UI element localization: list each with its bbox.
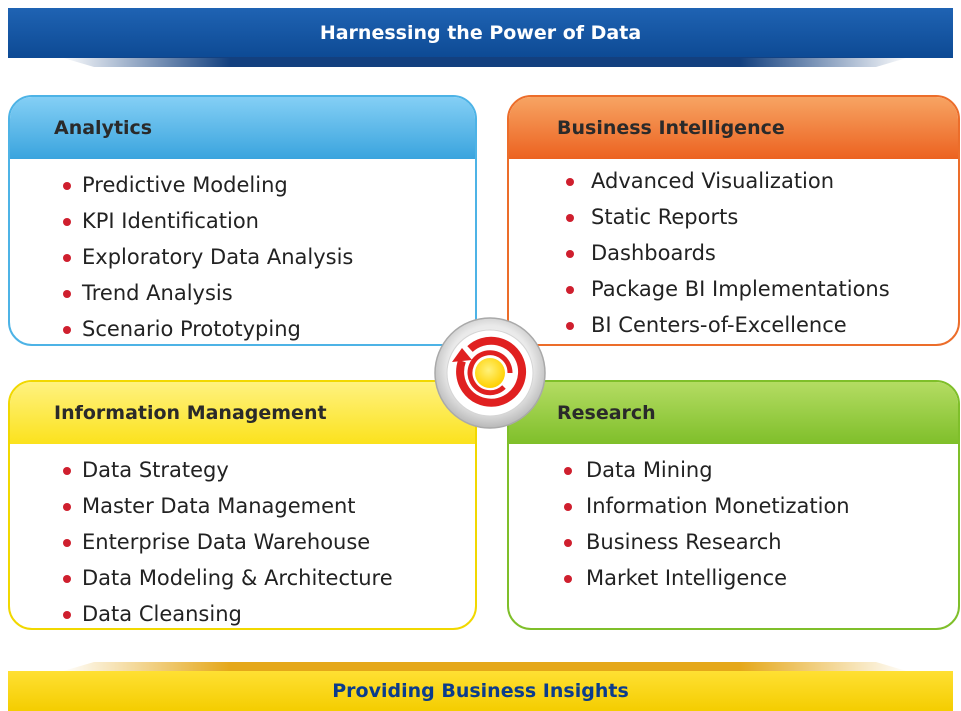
list-item: Data Modeling & Architecture <box>10 560 475 596</box>
quadrant-research: Research Data Mining Information Monetiz… <box>507 380 960 630</box>
list-item: Information Monetization <box>509 488 958 524</box>
list-item: Data Mining <box>509 452 958 488</box>
quadrant-im-title: Information Management <box>10 382 475 444</box>
list-item: BI Centers-of-Excellence <box>509 307 958 343</box>
footer-banner-shadow <box>60 662 910 672</box>
footer-banner: Providing Business Insights <box>8 671 953 711</box>
list-item: Scenario Prototyping <box>10 311 475 344</box>
list-item: Trend Analysis <box>10 275 475 311</box>
quadrant-research-title: Research <box>509 382 958 444</box>
header-banner-shadow <box>60 57 910 67</box>
list-item: Predictive Modeling <box>10 167 475 203</box>
header-title: Harnessing the Power of Data <box>319 22 642 44</box>
list-item: Data Strategy <box>10 452 475 488</box>
list-item: Package BI Implementations <box>509 271 958 307</box>
cycle-arrow-target-icon <box>434 317 546 429</box>
quadrant-analytics: Analytics Predictive Modeling KPI Identi… <box>8 95 477 346</box>
list-item: Data Cleansing <box>10 596 475 628</box>
header-banner: Harnessing the Power of Data <box>8 8 953 58</box>
research-list: Data Mining Information Monetization Bus… <box>509 444 958 596</box>
quadrant-business-intelligence: Business Intelligence Advanced Visualiza… <box>507 95 960 346</box>
list-item: Master Data Management <box>10 488 475 524</box>
quadrant-bi-title: Business Intelligence <box>509 97 958 159</box>
bi-list: Advanced Visualization Static Reports Da… <box>509 159 958 343</box>
cycle-arrow-inner <box>467 350 513 396</box>
list-item: Enterprise Data Warehouse <box>10 524 475 560</box>
list-item: KPI Identification <box>10 203 475 239</box>
emblem-yellow-core <box>475 358 505 388</box>
cycle-arrow-outer <box>456 336 527 407</box>
list-item: Static Reports <box>509 199 958 235</box>
quadrant-analytics-title: Analytics <box>10 97 475 159</box>
quadrant-information-management: Information Management Data Strategy Mas… <box>8 380 477 630</box>
analytics-list: Predictive Modeling KPI Identification E… <box>10 159 475 344</box>
list-item: Market Intelligence <box>509 560 958 596</box>
cycle-arrowhead <box>452 348 472 362</box>
list-item: Dashboards <box>509 235 958 271</box>
list-item: Business Research <box>509 524 958 560</box>
footer-title: Providing Business Insights <box>332 680 629 702</box>
im-list: Data Strategy Master Data Management Ent… <box>10 444 475 628</box>
list-item: Advanced Visualization <box>509 163 958 199</box>
list-item: Exploratory Data Analysis <box>10 239 475 275</box>
